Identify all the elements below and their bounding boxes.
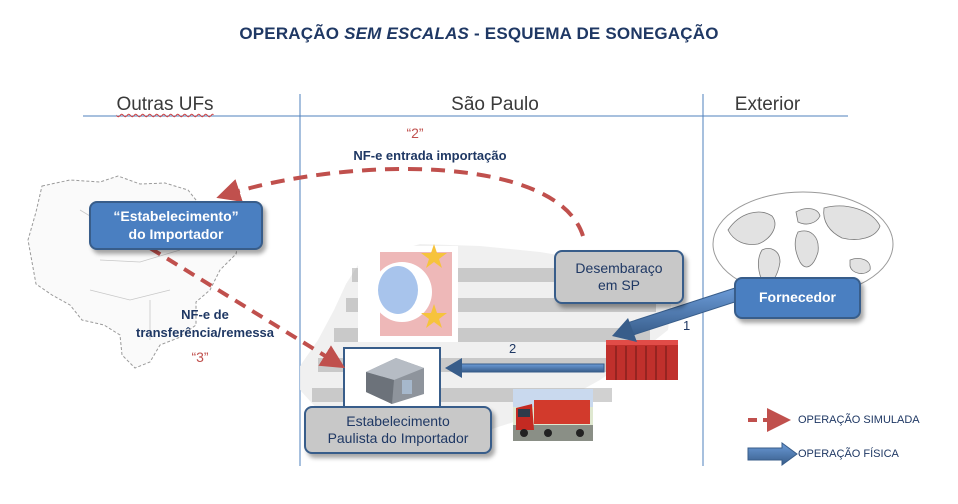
diagram-title: OPERAÇÃO SEM ESCALAS - ESQUEMA DE SONEGA…: [0, 24, 958, 44]
title-part-1: OPERAÇÃO: [239, 24, 345, 43]
nfe-transferencia-line2: transferência/remessa: [135, 324, 275, 340]
node-desembaraco-line2: em SP: [597, 277, 640, 293]
node-estabelecimento-importador-line1: “Estabelecimento”: [113, 208, 239, 224]
node-estabelecimento-paulista: Estabelecimento Paulista do Importador: [304, 406, 492, 454]
legend-solid-arrow-icon: [747, 442, 798, 466]
node-estabelecimento-paulista-line2: Paulista do Importador: [327, 430, 469, 446]
column-header-exterior: Exterior: [734, 94, 801, 115]
legend-operacao-fisica: OPERAÇÃO FÍSICA: [798, 448, 899, 460]
world-map-icon: [712, 191, 894, 297]
nfe-transferencia-quote: “3”: [191, 349, 209, 365]
title-part-2: SEM ESCALAS: [344, 24, 470, 43]
node-desembaraco-line1: Desembaraço: [575, 259, 663, 276]
column-header-sao-paulo: São Paulo: [451, 94, 539, 115]
nfe-entrada-label: NF-e entrada importação: [353, 148, 507, 163]
node-fornecedor: Fornecedor: [734, 277, 861, 319]
node-estabelecimento-paulista-line1: Estabelecimento: [346, 412, 450, 429]
nfe-transferencia-line1: NF-e de: [181, 307, 229, 322]
arrow-nfe-entrada: [216, 167, 585, 237]
arrow-container-warehouse: [459, 363, 605, 373]
shipping-container-icon: [606, 340, 678, 380]
node-desembaraco: Desembaraço em SP: [554, 250, 684, 304]
arrow-nfe-transferencia: [148, 246, 346, 369]
column-header-outras-ufs: Outras UFs: [116, 94, 214, 115]
node-estabelecimento-importador: “Estabelecimento” do Importador: [89, 201, 263, 250]
step-number-1: 1: [683, 318, 691, 333]
warehouse-icon: [343, 347, 441, 411]
arrow-fornecedor-container-head: [612, 318, 637, 342]
nfe-entrada-quote: “2”: [406, 125, 424, 141]
legend-operacao-simulada: OPERAÇÃO SIMULADA: [798, 414, 920, 426]
title-part-3: - ESQUEMA DE SONEGAÇÃO: [469, 24, 719, 43]
step-number-2: 2: [509, 341, 517, 356]
nfe-transferencia-label: NF-e de transferência/remessa: [110, 306, 300, 341]
truck-icon: [513, 389, 593, 441]
node-estabelecimento-importador-line2: do Importador: [128, 225, 224, 242]
arrow-container-warehouse-head: [445, 358, 462, 378]
